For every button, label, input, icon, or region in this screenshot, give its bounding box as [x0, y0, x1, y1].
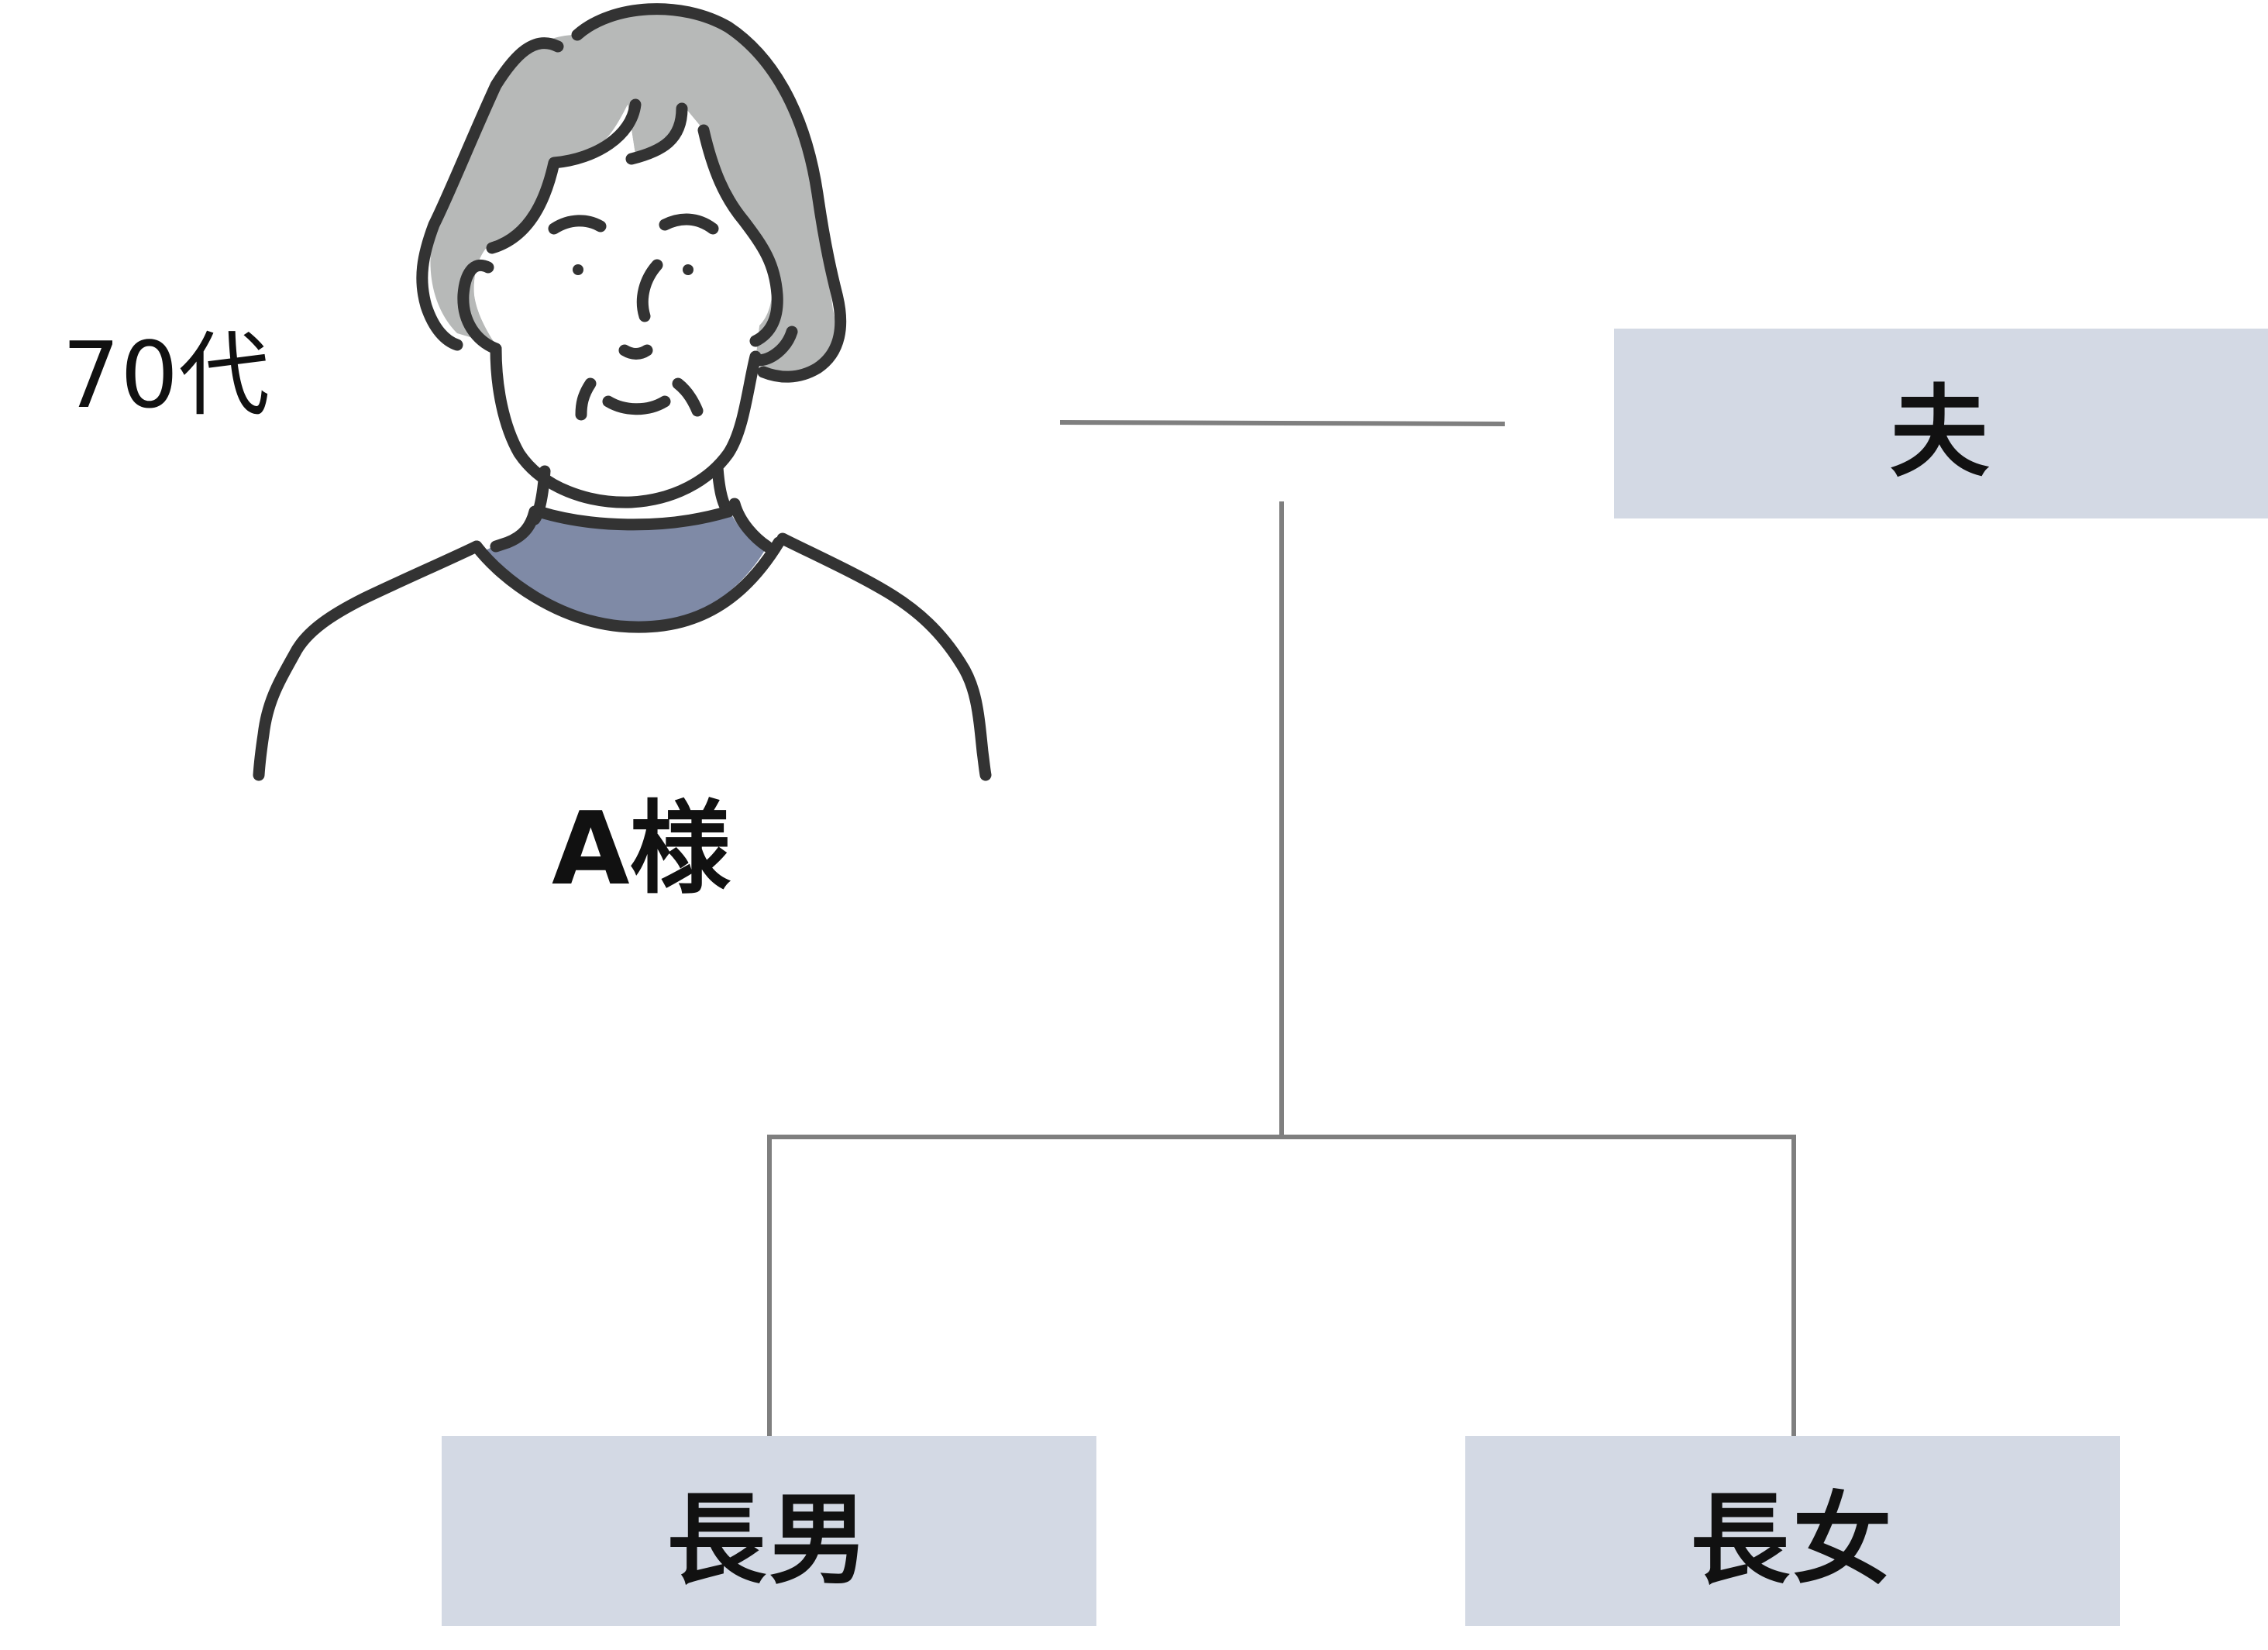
age-label: 70代	[62, 322, 270, 429]
left-cheek-line	[575, 377, 597, 421]
hair-part-3	[697, 124, 783, 347]
eldest-daughter-box: 長女	[1465, 1436, 2120, 1626]
collar-side-right	[728, 498, 773, 553]
right-cheek-line	[672, 377, 704, 417]
hair-part-2	[625, 102, 688, 165]
person-name-label: A様	[552, 790, 731, 908]
hair-left-outline	[416, 37, 564, 351]
mouth	[602, 395, 671, 415]
collar-side-left	[490, 505, 541, 553]
collar-bottom	[470, 536, 785, 633]
hair-outline	[571, 3, 847, 383]
collar-top	[532, 505, 735, 531]
children-branch	[767, 1135, 1796, 1436]
face-outline	[490, 343, 762, 508]
left-ear	[457, 260, 502, 355]
nose	[636, 259, 663, 322]
elderly-woman-illustration	[253, 3, 992, 781]
right-eyebrow	[659, 213, 719, 235]
left-shoulder	[253, 540, 483, 781]
right-shoulder	[776, 532, 992, 781]
neck-right	[711, 461, 735, 518]
marriage-line	[1059, 420, 1506, 426]
connectors	[767, 420, 1796, 1436]
eldest-son-box: 長男	[442, 1436, 1096, 1626]
mustache	[618, 344, 653, 360]
left-eyebrow	[548, 215, 607, 235]
left-eye	[573, 264, 583, 275]
collar-shape	[477, 508, 767, 628]
right-eye	[683, 264, 693, 275]
husband-box: 夫	[1614, 329, 2268, 518]
hair-shape	[430, 9, 837, 375]
hair-side-right	[752, 326, 798, 367]
hair-part-1	[486, 98, 642, 254]
